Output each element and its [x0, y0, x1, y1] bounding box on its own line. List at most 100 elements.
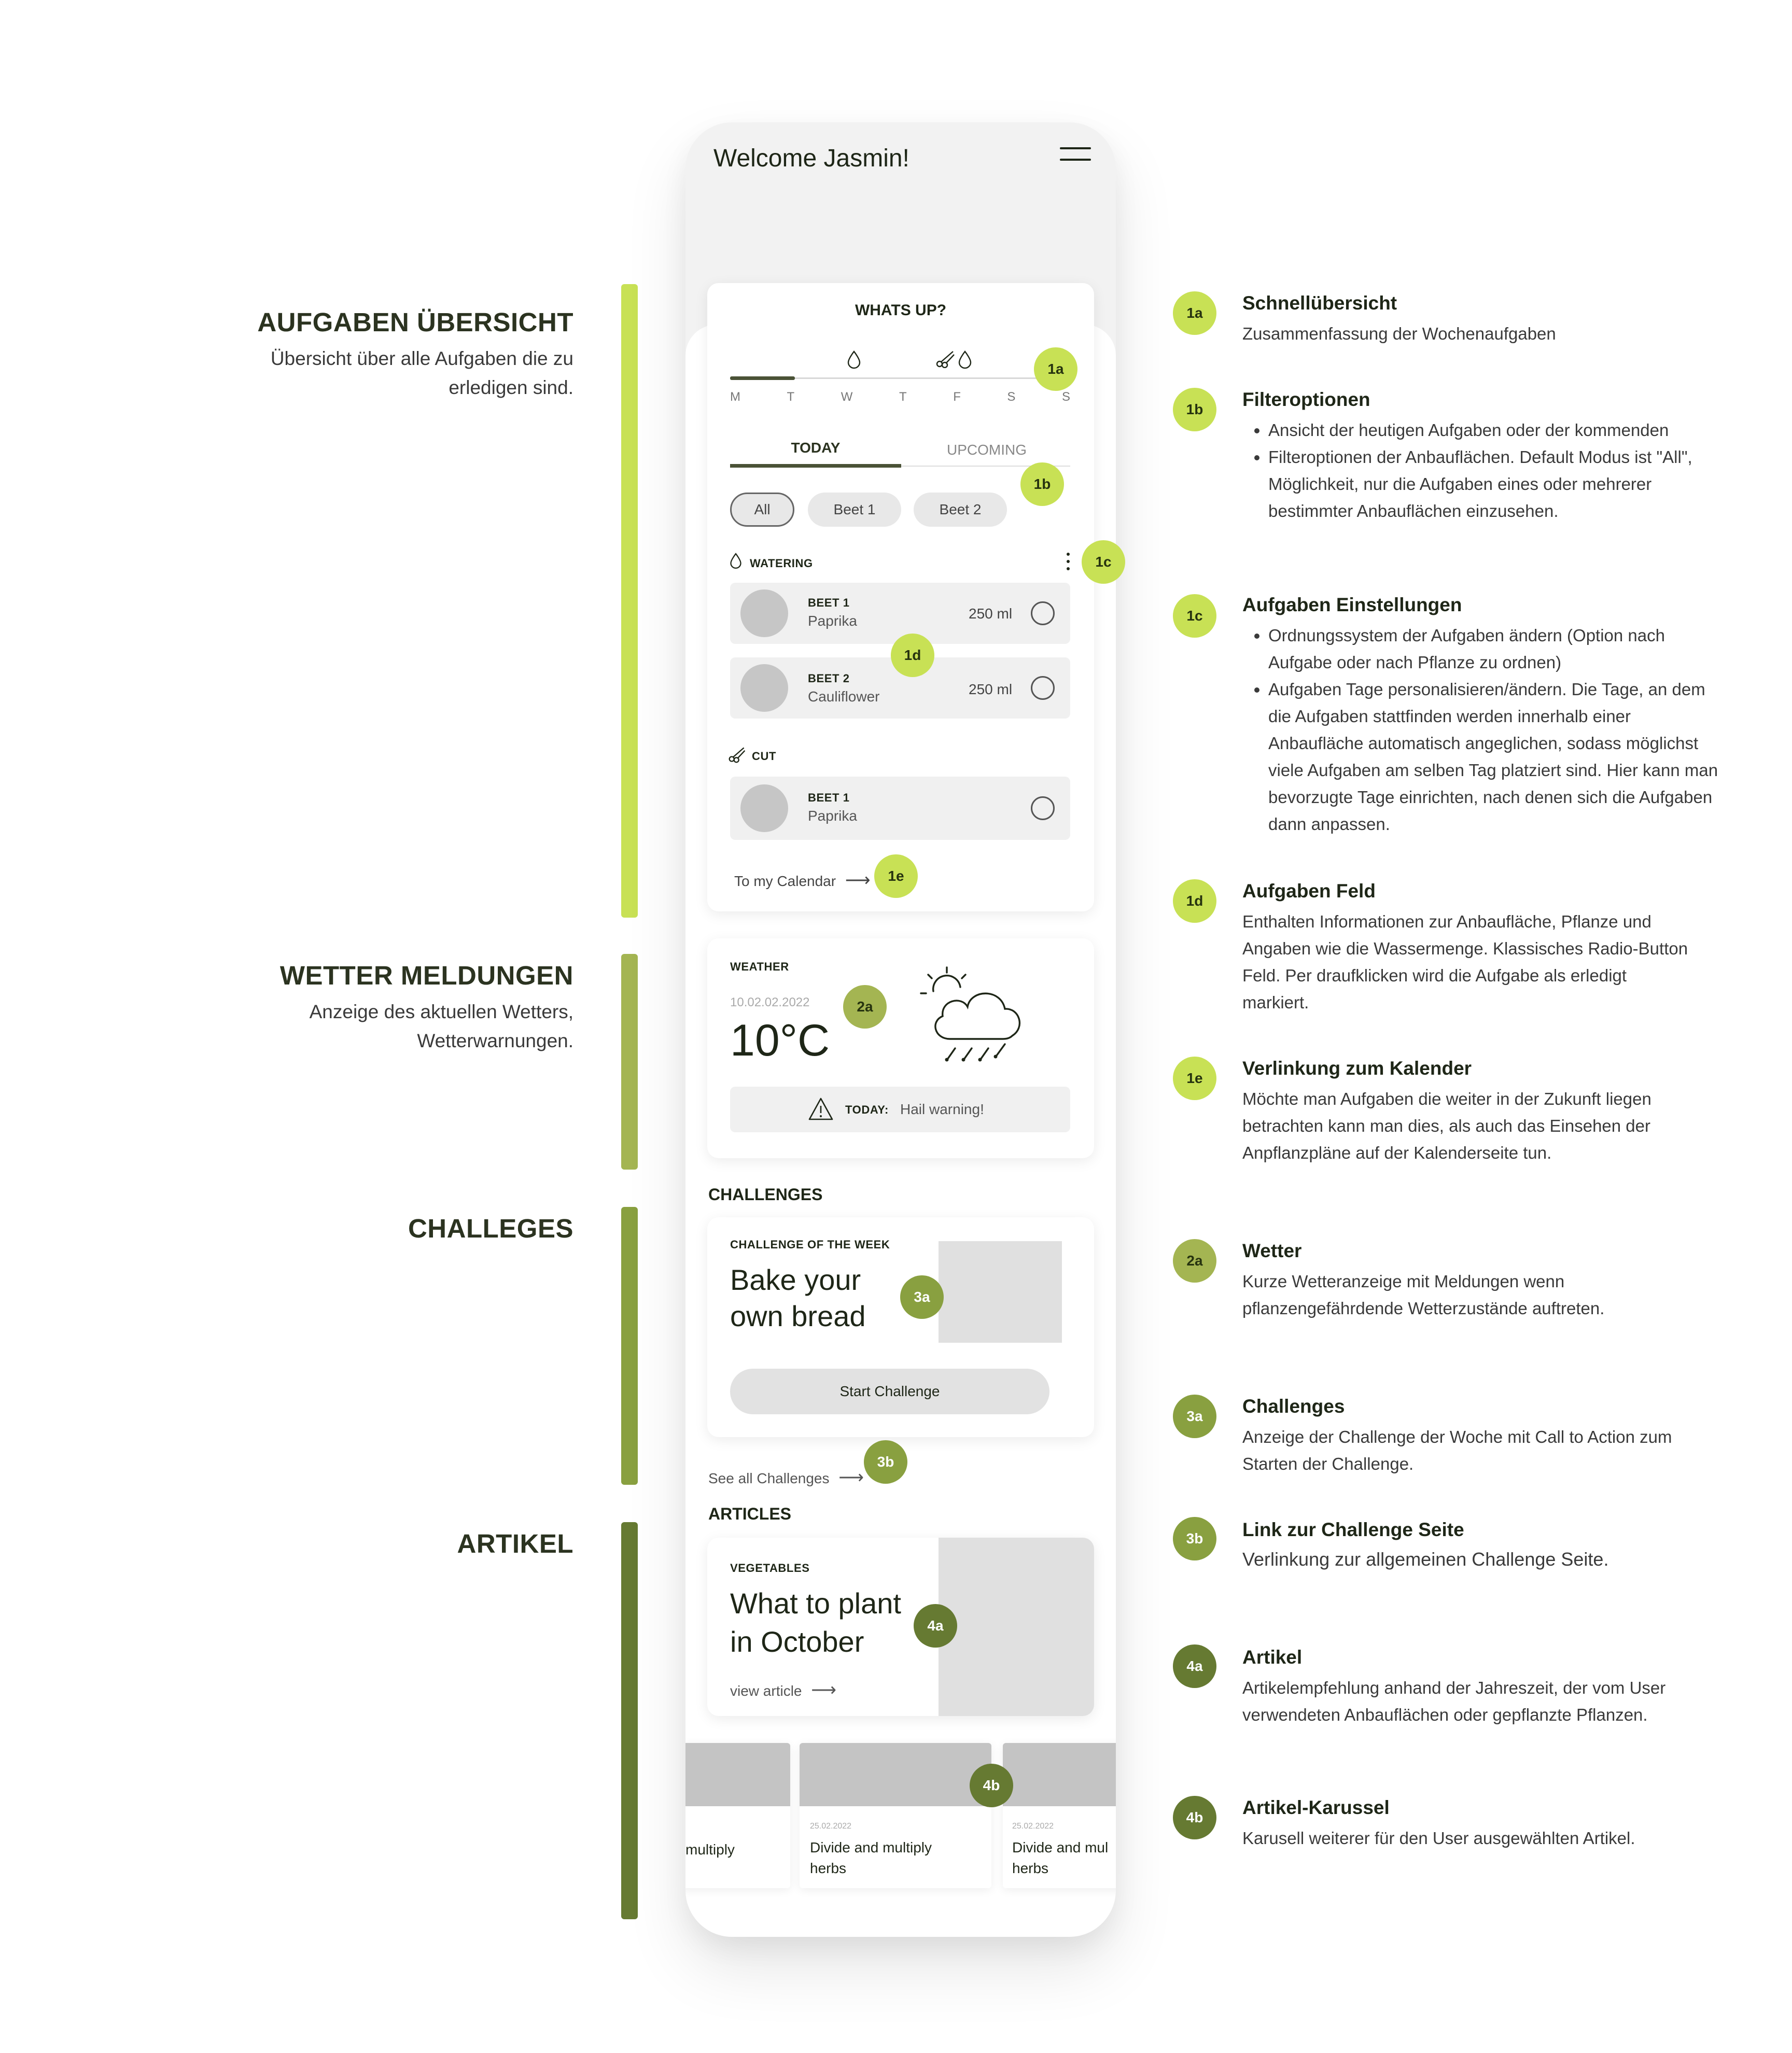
annotation-badge-1a: 1a	[1173, 291, 1216, 335]
see-all-challenges-link[interactable]: See all Challenges ⟶	[708, 1467, 864, 1488]
badge-2a: 2a	[843, 985, 887, 1029]
weather-warning-bar[interactable]: TODAY: Hail warning!	[730, 1087, 1070, 1132]
filter-beet-1[interactable]: Beet 1	[808, 493, 901, 527]
day-label: S	[1007, 390, 1016, 404]
task-settings-icon[interactable]	[1065, 552, 1071, 572]
carousel-date: 25.02.2022	[810, 1822, 852, 1831]
start-challenge-button[interactable]: Start Challenge	[730, 1369, 1049, 1414]
article-card[interactable]: VEGETABLES What to plant in October view…	[707, 1538, 1094, 1716]
arrow-right-icon: ⟶	[811, 1680, 837, 1700]
carousel-title: Divide and mul	[1012, 1839, 1109, 1855]
badge-1a: 1a	[1034, 347, 1077, 391]
annotation-title-3b: Link zur Challenge Seite	[1242, 1519, 1464, 1540]
task-bed: BEET 1	[808, 791, 850, 804]
badge-4b: 4b	[970, 1764, 1013, 1807]
scissors-icon	[729, 747, 746, 763]
hamburger-icon[interactable]	[1060, 145, 1093, 166]
annotation-badge-2a: 2a	[1173, 1239, 1216, 1283]
annotation-badge-1c: 1c	[1173, 594, 1216, 638]
arrow-right-icon: ⟶	[838, 1468, 864, 1487]
carousel-card[interactable]: multiply	[685, 1743, 790, 1888]
section-title-weather: WETTER MELDUNGEN	[279, 961, 573, 990]
day-label: W	[841, 390, 853, 404]
whatsup-card: WHATS UP? M T W T F S S TODAY UPCOMING	[707, 283, 1094, 911]
task-row[interactable]: BEET 1 Paprika 250 ml	[730, 583, 1070, 644]
section-title-tasks: AUFGABEN ÜBERSICHT	[257, 307, 573, 337]
water-drop-icon	[847, 350, 861, 369]
view-article-link[interactable]: view article ⟶	[730, 1680, 836, 1700]
annotation-list-1b: Ansicht der heutigen Aufgaben oder der k…	[1242, 417, 1719, 525]
tab-upcoming[interactable]: UPCOMING	[947, 442, 1027, 458]
weather-warning-label: TODAY:	[845, 1103, 889, 1116]
section-bar-challenges	[621, 1207, 638, 1485]
challenges-heading: CHALLENGES	[708, 1185, 823, 1204]
scissors-icon	[936, 351, 955, 368]
task-bed: BEET 2	[808, 672, 850, 685]
weather-date: 10.02.02.2022	[730, 995, 810, 1009]
annotation-title-1b: Filteroptionen	[1242, 389, 1370, 410]
see-all-challenges-label: See all Challenges	[708, 1470, 830, 1486]
filter-beet-2[interactable]: Beet 2	[914, 493, 1007, 527]
tab-today-indicator	[730, 464, 901, 468]
badge-3a: 3a	[900, 1275, 944, 1319]
article-image	[939, 1538, 1094, 1716]
annotation-title-2a: Wetter	[1242, 1240, 1302, 1261]
challenge-card[interactable]: CHALLENGE OF THE WEEK Bake your own brea…	[707, 1217, 1094, 1437]
task-radio[interactable]	[1031, 676, 1055, 700]
day-label: F	[953, 390, 961, 404]
badge-1d: 1d	[891, 634, 934, 677]
article-title-line-2: in October	[730, 1625, 864, 1658]
weather-title: WEATHER	[730, 960, 789, 973]
badge-1b: 1b	[1020, 462, 1064, 506]
calendar-link[interactable]: To my Calendar ⟶	[734, 870, 871, 891]
section-desc-tasks: Übersicht über alle Aufgaben die zu erle…	[270, 348, 573, 398]
week-days: M T W T F S S	[730, 390, 1070, 404]
week-progress-track	[730, 376, 1070, 380]
annotation-title-1e: Verlinkung zum Kalender	[1242, 1058, 1472, 1079]
annotation-title-4b: Artikel-Karussel	[1242, 1797, 1390, 1818]
watering-label: WATERING	[750, 557, 813, 570]
carousel-card[interactable]: 25.02.2022 Divide and multiply herbs	[800, 1743, 991, 1888]
task-amount: 250 ml	[969, 606, 1013, 622]
whatsup-title: WHATS UP?	[855, 302, 947, 319]
article-category: VEGETABLES	[730, 1562, 810, 1574]
annotation-list-1c: Ordnungssystem der Aufgaben ändern (Opti…	[1242, 622, 1719, 838]
section-bar-weather	[621, 954, 638, 1170]
annotation-item: Aufgaben Tage personalisieren/ändern. Di…	[1268, 676, 1719, 838]
weather-temperature: 10°C	[730, 1016, 830, 1065]
badge-1c: 1c	[1082, 540, 1125, 584]
weather-card: WEATHER 10.02.02.2022 10°C TODAY: Hail w…	[707, 938, 1094, 1158]
carousel-card[interactable]: 25.02.2022 Divide and mul herbs	[1003, 1743, 1116, 1888]
badge-1e: 1e	[874, 854, 918, 898]
annotation-title-3a: Challenges	[1242, 1396, 1345, 1417]
day-label: T	[899, 390, 907, 404]
carousel-title: Divide and multiply	[810, 1839, 932, 1855]
weather-warning-text: Hail warning!	[900, 1101, 984, 1117]
carousel-date: 25.02.2022	[1012, 1822, 1054, 1831]
annotation-text-4b: Karusell weiterer für den User ausgewähl…	[1242, 1829, 1635, 1848]
annotation-text-1a: Zusammenfassung der Wochenaufgaben	[1242, 324, 1556, 343]
challenge-title-line-1: Bake your	[730, 1263, 861, 1296]
week-progress-fill	[730, 376, 795, 380]
annotation-badge-1d: 1d	[1173, 879, 1216, 923]
carousel-title-line-2: herbs	[810, 1860, 847, 1876]
carousel-title-line-2: herbs	[1012, 1860, 1049, 1876]
annotation-text-1d: Enthalten Informationen zur Anbaufläche,…	[1242, 912, 1688, 1012]
tab-today[interactable]: TODAY	[791, 440, 841, 456]
annotation-title-4a: Artikel	[1242, 1647, 1303, 1668]
plant-avatar	[740, 784, 788, 832]
annotation-badge-4b: 4b	[1173, 1796, 1216, 1839]
task-radio[interactable]	[1031, 796, 1055, 820]
articles-heading: ARTICLES	[708, 1504, 791, 1523]
annotation-title-1c: Aufgaben Einstellungen	[1242, 594, 1462, 615]
annotation-text-3b: Verlinkung zur allgemeinen Challenge Sei…	[1242, 1549, 1609, 1570]
annotation-item: Ordnungssystem der Aufgaben ändern (Opti…	[1268, 622, 1719, 676]
carousel-title: multiply	[685, 1841, 735, 1858]
task-row[interactable]: BEET 1 Paprika	[730, 777, 1070, 840]
filter-all[interactable]: All	[730, 493, 794, 527]
task-radio[interactable]	[1031, 601, 1055, 625]
welcome-title: Welcome Jasmin!	[713, 145, 909, 172]
plant-avatar	[740, 589, 788, 637]
arrow-right-icon: ⟶	[845, 870, 871, 890]
annotation-text-3a: Anzeige der Challenge der Woche mit Call…	[1242, 1427, 1672, 1473]
